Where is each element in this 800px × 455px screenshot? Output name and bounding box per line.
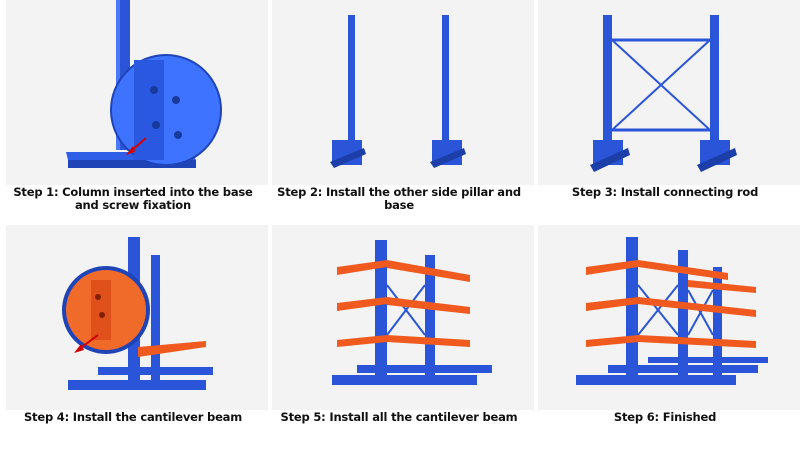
base bbox=[576, 375, 736, 385]
base-front bbox=[68, 380, 206, 390]
cantilever-beam bbox=[337, 260, 387, 275]
step-1-illustration bbox=[6, 0, 268, 185]
cantilever-beam bbox=[638, 260, 728, 280]
step-6-illustration bbox=[538, 225, 800, 410]
cantilever-beam bbox=[688, 280, 756, 293]
pillar-left bbox=[603, 15, 612, 145]
pillar-right bbox=[442, 15, 449, 140]
step-4-panel bbox=[6, 225, 268, 410]
step-6-caption: Step 6: Finished bbox=[613, 410, 717, 424]
step-3-illustration bbox=[538, 0, 800, 185]
column bbox=[678, 250, 688, 385]
step-5-illustration bbox=[272, 225, 534, 410]
step-5-panel bbox=[272, 225, 534, 410]
cantilever-beam bbox=[337, 297, 387, 311]
step-4-illustration bbox=[6, 225, 268, 410]
cross-brace-2 bbox=[386, 284, 426, 336]
column-left bbox=[375, 240, 387, 385]
step-2-illustration bbox=[272, 0, 534, 185]
cantilever-beam bbox=[586, 297, 638, 311]
column bbox=[713, 267, 722, 385]
step-5-caption: Step 5: Install all the cantilever beam bbox=[280, 410, 518, 424]
cross-brace-2 bbox=[611, 39, 711, 131]
column-right bbox=[425, 255, 435, 385]
step-6-panel bbox=[538, 225, 800, 410]
pillar-right bbox=[710, 15, 719, 145]
step-3-caption: Step 3: Install connecting rod bbox=[571, 185, 759, 199]
cantilever-beam bbox=[586, 335, 638, 347]
column-back bbox=[151, 255, 160, 385]
detail-zoom-circle bbox=[110, 54, 222, 166]
step-3-panel bbox=[538, 0, 800, 185]
cantilever-beam bbox=[387, 335, 470, 347]
step-2-caption: Step 2: Install the other side pillar an… bbox=[277, 185, 521, 212]
cantilever-beam bbox=[638, 335, 756, 348]
pillar-left bbox=[348, 15, 355, 140]
step-1-caption: Step 1: Column inserted into the base an… bbox=[13, 185, 253, 212]
cross-brace bbox=[687, 289, 714, 336]
cantilever-beam bbox=[586, 260, 638, 275]
base-front bbox=[332, 375, 477, 385]
step-4-caption: Step 4: Install the cantilever beam bbox=[23, 410, 243, 424]
cantilever-beam bbox=[387, 260, 470, 282]
step-2-panel bbox=[272, 0, 534, 185]
step-1-panel bbox=[6, 0, 268, 185]
column bbox=[626, 237, 638, 385]
cantilever-beam bbox=[138, 341, 206, 357]
cantilever-beam bbox=[387, 297, 470, 314]
cross-brace bbox=[637, 284, 679, 336]
cantilever-beam bbox=[638, 297, 756, 317]
cantilever-beam bbox=[337, 335, 387, 347]
